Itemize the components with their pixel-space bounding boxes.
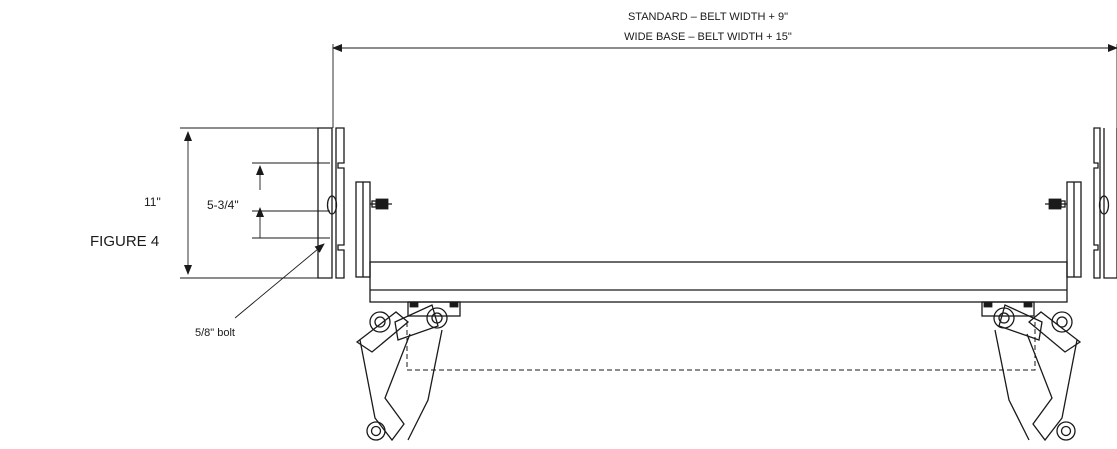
bolt-callout-leader xyxy=(234,243,325,319)
left-hanger-assembly xyxy=(355,301,461,442)
left-mounting-bracket xyxy=(317,127,392,279)
overall-width-dimension xyxy=(332,44,1117,128)
slot-spacing-dimension xyxy=(252,162,330,239)
height-dimension-label: 11" xyxy=(144,195,161,209)
figure-label: FIGURE 4 xyxy=(90,233,159,250)
overall-width-label-standard: STANDARD – BELT WIDTH + 9" xyxy=(628,11,788,23)
overall-width-label-wide-base: WIDE BASE – BELT WIDTH + 15" xyxy=(624,31,792,43)
right-mounting-bracket xyxy=(1045,127,1117,279)
bolt-callout-label: 5/8" bolt xyxy=(195,327,235,339)
right-hanger-assembly xyxy=(981,301,1082,442)
return-idler-outline xyxy=(406,322,1036,371)
cross-tube xyxy=(369,261,1068,303)
slot-spacing-dimension-label: 5-3/4" xyxy=(207,198,239,212)
height-dimension xyxy=(180,127,320,279)
